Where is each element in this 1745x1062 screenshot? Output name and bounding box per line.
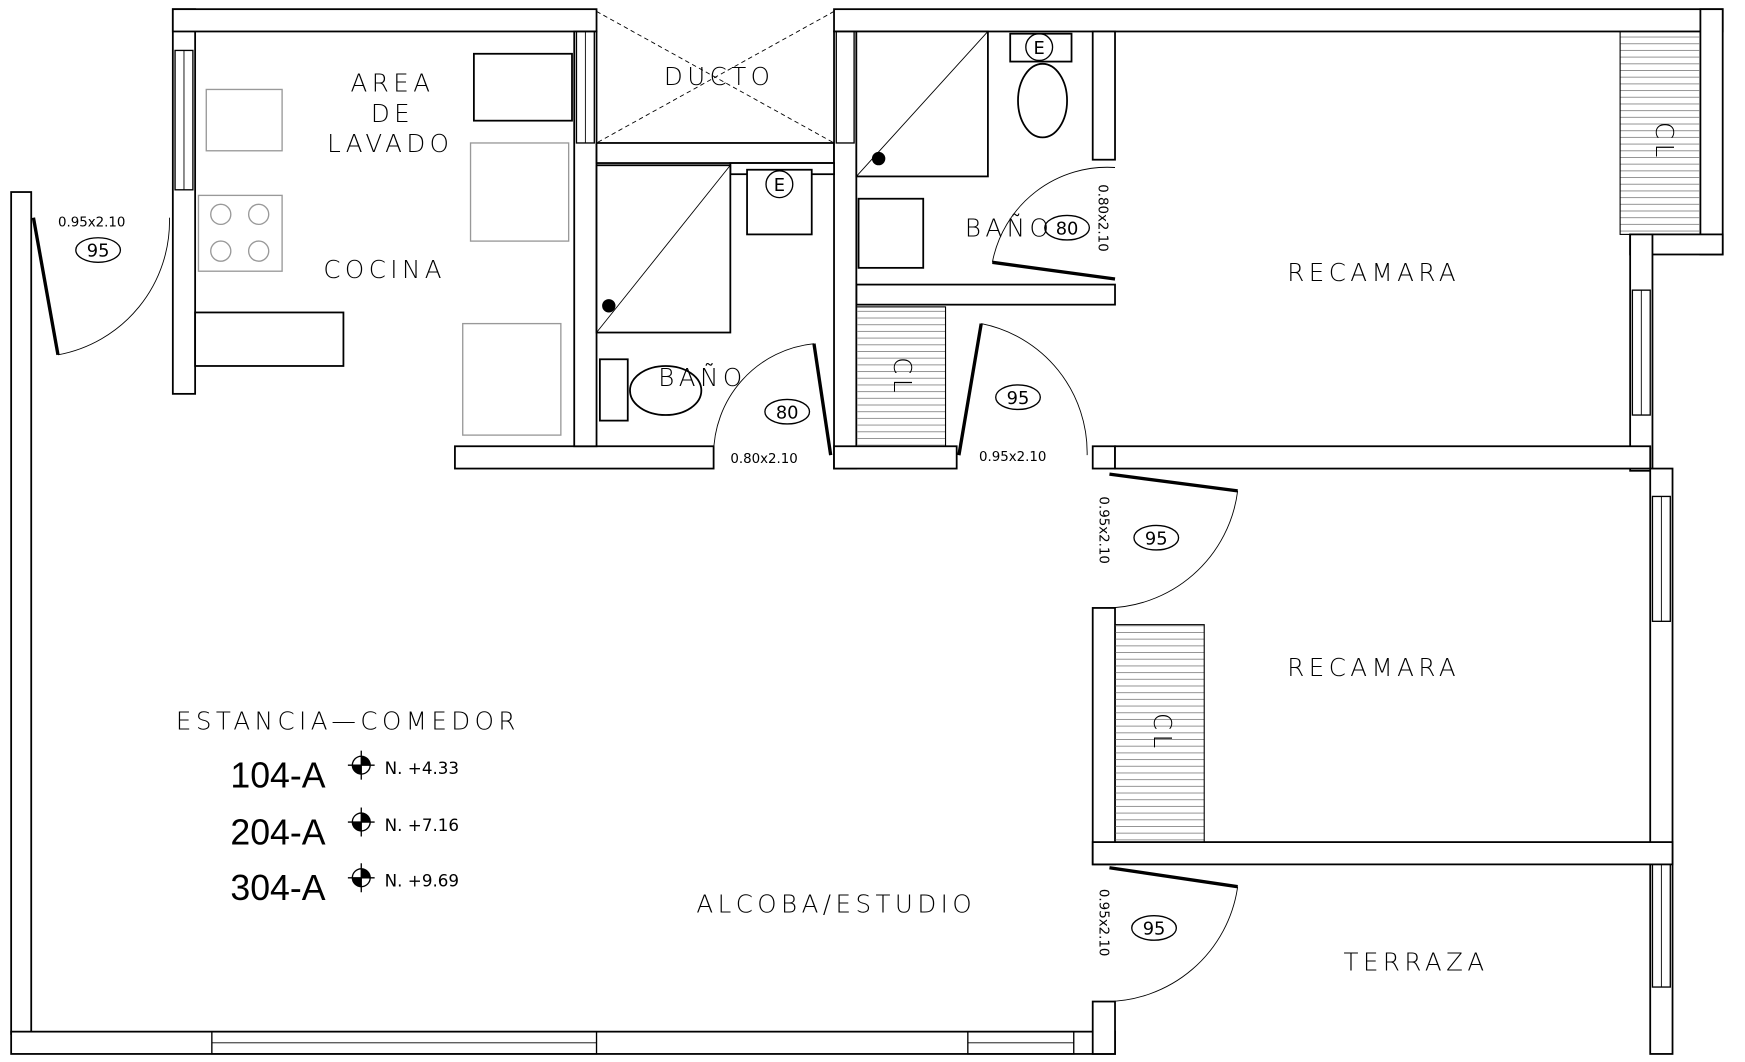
room-label-estancia-comedor: ESTANCIA—COMEDOR — [176, 706, 520, 735]
door-size: 0.95x2.10 — [1095, 496, 1110, 563]
room-label-closet: CL — [888, 357, 917, 397]
room-label-bano: BAÑO — [658, 363, 746, 392]
door-tag: 95 — [1145, 528, 1168, 549]
closet-hatch — [855, 306, 947, 447]
level-symbol-icon — [347, 807, 375, 837]
sink-icon — [205, 88, 283, 152]
heater-1-icon — [746, 168, 813, 236]
door-tag: 95 — [1007, 388, 1030, 409]
walls — [10, 8, 1724, 1055]
room-label-area-lavado: LAVADO — [327, 129, 453, 158]
svg-text:E: E — [774, 175, 785, 196]
level-symbol-icon — [347, 750, 375, 780]
room-label-ducto: DUCTO — [664, 62, 775, 91]
room-label-area-lavado: AREA — [351, 69, 435, 98]
room-label-area-lavado: DE — [371, 99, 414, 128]
lavatory-icon — [857, 197, 925, 269]
laundry-sink-icon — [472, 52, 573, 122]
door-size: 0.95x2.10 — [1095, 889, 1110, 956]
level-value: N. +9.69 — [385, 871, 459, 891]
fridge-icon — [462, 322, 562, 436]
level-marker: 204-A N. +7.16 — [230, 807, 459, 852]
door-tag: 80 — [1056, 218, 1079, 239]
windows — [174, 30, 1671, 1055]
doors — [31, 166, 1239, 1002]
door-tag: 95 — [1143, 919, 1166, 940]
room-labels: AREA DE LAVADO DUCTO COCINA BAÑO BAÑO RE… — [176, 62, 1679, 976]
room-label-bano: BAÑO — [965, 214, 1053, 243]
stove-icon — [197, 194, 283, 272]
room-label-closet: CL — [1650, 122, 1679, 162]
level-value: N. +7.16 — [385, 815, 459, 835]
duct — [596, 11, 835, 144]
door-size: 0.80x2.10 — [730, 452, 797, 467]
door-size: 0.95x2.10 — [58, 216, 125, 231]
room-label-terraza: TERRAZA — [1344, 947, 1489, 976]
closet-hatch — [1619, 30, 1701, 235]
svg-text:E: E — [1034, 38, 1045, 59]
unit-label: 204-A — [230, 812, 325, 852]
washer-icon — [469, 142, 570, 242]
door-tag: 95 — [87, 241, 110, 262]
room-label-recamara: RECAMARA — [1287, 653, 1460, 682]
door-size: 0.80x2.10 — [1094, 184, 1109, 251]
level-markers: 104-A N. +4.33 204-A N. +7.16 304-A N. +… — [230, 750, 459, 908]
level-symbol-icon — [347, 863, 375, 893]
fixtures: E E — [197, 30, 1073, 436]
door-tags: 95 0.95x2.10 80 0.80x2.10 95 0.95x2.10 8… — [58, 184, 1180, 956]
door-size: 0.95x2.10 — [979, 450, 1046, 465]
closet-hatch — [1114, 624, 1205, 843]
level-value: N. +4.33 — [385, 758, 459, 778]
toilet-2-icon — [1017, 62, 1068, 139]
level-marker: 104-A N. +4.33 — [230, 750, 459, 795]
room-label-cocina: COCINA — [323, 255, 446, 284]
unit-label: 304-A — [230, 868, 325, 908]
room-label-recamara: RECAMARA — [1287, 258, 1460, 287]
door-tag: 80 — [776, 402, 799, 423]
room-label-alcoba-estudio: ALCOBA/ESTUDIO — [696, 889, 976, 918]
level-marker: 304-A N. +9.69 — [230, 863, 459, 908]
room-label-closet: CL — [1148, 713, 1177, 753]
heater-2-icon — [1009, 32, 1073, 63]
toilet-1-icon — [598, 358, 629, 422]
unit-label: 104-A — [230, 755, 325, 795]
